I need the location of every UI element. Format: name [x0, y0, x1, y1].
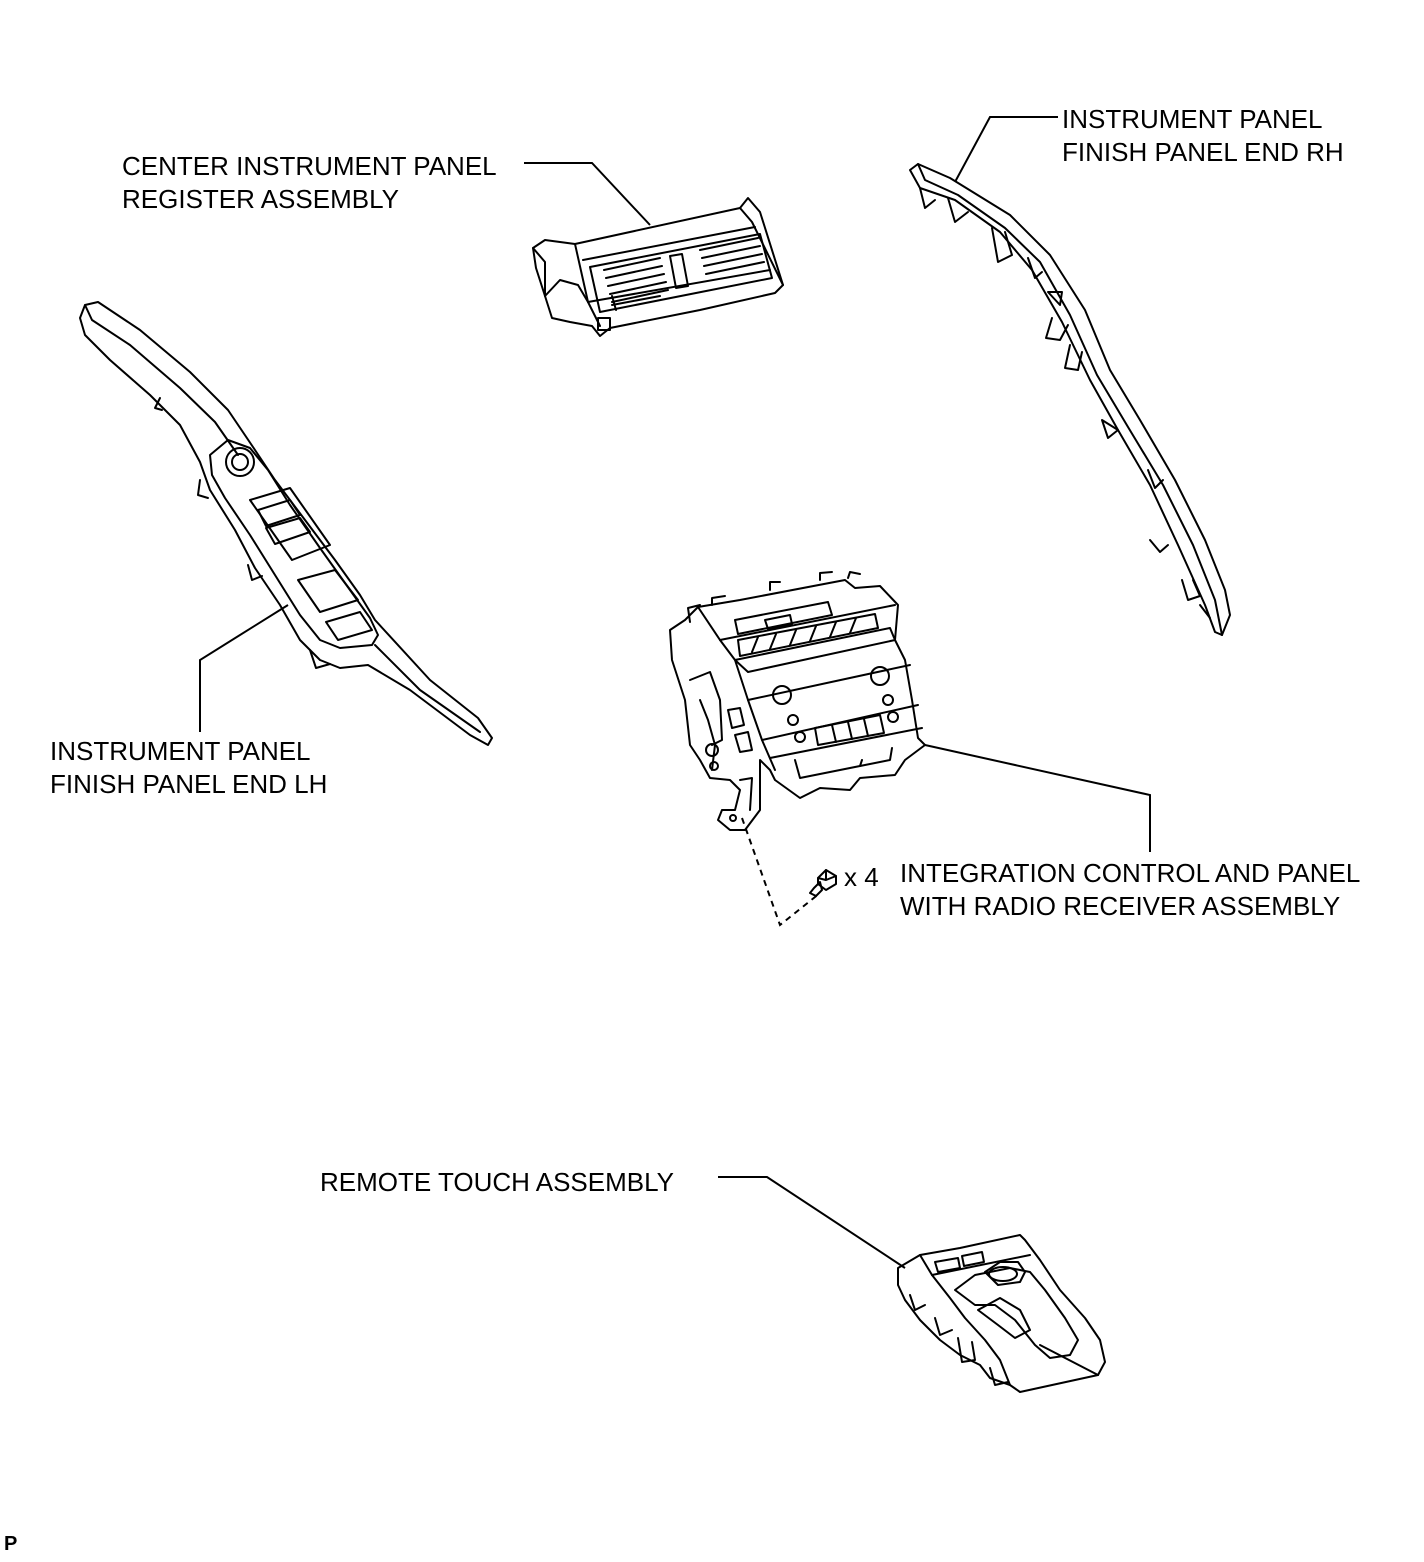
- register-assembly-drawing: [532, 197, 784, 337]
- corner-mark: P: [4, 1533, 18, 1555]
- label-finish-lh-line-2: FINISH PANEL END LH: [50, 769, 328, 799]
- remote-touch-drawing: [897, 1234, 1106, 1393]
- label-finish-lh-line-1: INSTRUMENT PANEL: [50, 736, 311, 766]
- finish-panel-lh-drawing: [79, 301, 493, 746]
- finish-panel-rh-drawing: [909, 163, 1231, 636]
- screw-quantity: x 4: [844, 862, 879, 892]
- label-integration-control: INTEGRATION CONTROL AND PANEL WITH RADIO…: [900, 857, 1360, 923]
- leader-register: [524, 162, 651, 226]
- leader-finish-lh: [199, 604, 289, 732]
- label-finish-panel-rh: INSTRUMENT PANEL FINISH PANEL END RH: [1062, 103, 1344, 169]
- label-register-assembly: CENTER INSTRUMENT PANEL REGISTER ASSEMBL…: [122, 150, 497, 216]
- leader-integration: [924, 744, 1151, 852]
- label-finish-rh-line-2: FINISH PANEL END RH: [1062, 137, 1344, 167]
- leader-remote-touch: [718, 1176, 906, 1269]
- label-register-line-1: CENTER INSTRUMENT PANEL: [122, 151, 497, 181]
- screw-path-dashed-line: [741, 817, 821, 927]
- leader-finish-rh: [954, 116, 1058, 183]
- label-finish-panel-lh: INSTRUMENT PANEL FINISH PANEL END LH: [50, 735, 327, 801]
- label-integration-line-2: WITH RADIO RECEIVER ASSEMBLY: [900, 891, 1341, 921]
- label-register-line-2: REGISTER ASSEMBLY: [122, 184, 399, 214]
- integration-control-drawing: [669, 571, 926, 831]
- label-finish-rh-line-1: INSTRUMENT PANEL: [1062, 104, 1323, 134]
- label-remote-touch: REMOTE TOUCH ASSEMBLY: [320, 1166, 674, 1199]
- screw-icon: [809, 869, 837, 897]
- label-remote-touch-line-1: REMOTE TOUCH ASSEMBLY: [320, 1167, 674, 1197]
- label-integration-line-1: INTEGRATION CONTROL AND PANEL: [900, 858, 1361, 888]
